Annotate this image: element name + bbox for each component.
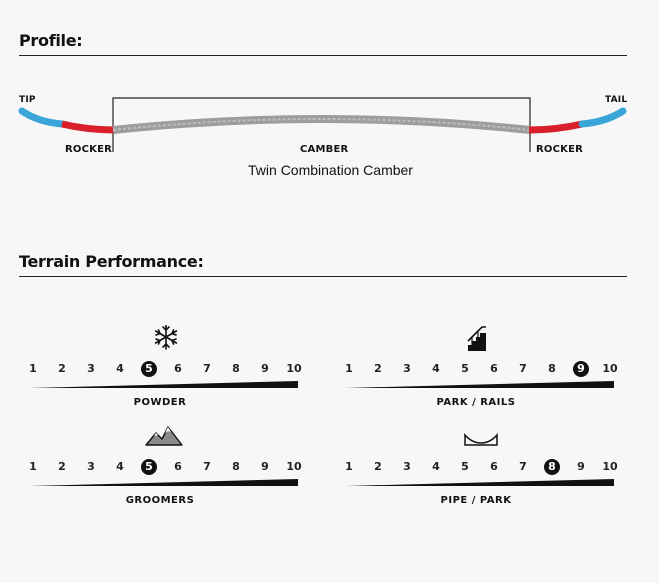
terrain-title: Terrain Performance: [19,252,204,271]
scale-number-4: 4 [432,460,440,473]
rating-wedge [30,381,298,388]
rating-scale: 1 2 3 4 5 6 7 8 9 10 [336,361,618,379]
scale-number-6: 6 [174,460,182,473]
scale-number-5: 5 [461,362,469,375]
stairs-rail-icon [467,326,486,351]
scale-number-1: 1 [345,362,353,375]
scale-number-8: 8 [232,460,240,473]
scale-number-9: 9 [261,460,269,473]
scale-number-2: 2 [58,460,66,473]
tip-segment [18,107,66,128]
halfpipe-icon [464,433,498,446]
scale-number-1: 1 [29,362,37,375]
scale-number-8: 8 [548,362,556,375]
tip-label: TIP [19,95,36,105]
scale-number-4: 4 [116,460,124,473]
scale-number-9: 9 [577,460,585,473]
scale-number-1: 1 [29,460,37,473]
scale-number-7: 7 [519,460,527,473]
profile-title: Profile: [19,31,83,50]
tail-label: TAIL [605,95,628,105]
right-rocker-segment [528,120,583,134]
mountains-icon [145,426,183,446]
scale-number-selected: 5 [141,459,157,475]
rating-groomers: 1 2 3 4 5 6 7 8 9 10 GROOMERS [20,423,302,583]
scale-number-10: 10 [286,460,302,473]
scale-number-9: 9 [261,362,269,375]
scale-number-7: 7 [203,362,211,375]
scale-number-4: 4 [116,362,124,375]
rating-label: POWDER [133,397,187,408]
scale-number-6: 6 [490,362,498,375]
scale-number-7: 7 [203,460,211,473]
rating-wedge [346,381,614,388]
scale-number-2: 2 [374,460,382,473]
scale-number-10: 10 [602,460,618,473]
rocker-right-label: ROCKER [536,144,584,155]
rating-scale: 1 2 3 4 5 6 7 8 9 10 [336,459,618,477]
scale-number-2: 2 [58,362,66,375]
snowflake-icon [154,325,178,350]
rating-scale: 1 2 3 4 5 6 7 8 9 10 [20,459,302,477]
scale-number-selected: 5 [141,361,157,377]
scale-number-3: 3 [87,460,95,473]
rating-label: GROOMERS [125,495,195,506]
camber-bracket [112,97,531,152]
scale-number-6: 6 [174,362,182,375]
rating-label: PIPE / PARK [440,495,512,506]
scale-number-10: 10 [286,362,302,375]
scale-number-1: 1 [345,460,353,473]
scale-number-6: 6 [490,460,498,473]
scale-number-8: 8 [232,362,240,375]
rating-scale: 1 2 3 4 5 6 7 8 9 10 [20,361,302,379]
scale-number-4: 4 [432,362,440,375]
board-profile-diagram [18,97,627,152]
rocker-left-label: ROCKER [65,144,113,155]
rating-wedge [346,479,614,486]
left-rocker-segment [61,120,115,134]
scale-number-3: 3 [403,460,411,473]
scale-number-3: 3 [87,362,95,375]
scale-number-3: 3 [403,362,411,375]
rating-wedge [30,479,298,486]
tail-segment [578,107,627,128]
profile-name: Twin Combination Camber [248,162,413,178]
scale-number-selected: 8 [544,459,560,475]
scale-number-2: 2 [374,362,382,375]
terrain-divider [19,276,627,277]
scale-number-7: 7 [519,362,527,375]
profile-divider [19,55,627,56]
scale-number-10: 10 [602,362,618,375]
rating-pipe-park: 1 2 3 4 5 6 7 8 9 10 PIPE / PARK [336,423,618,583]
rating-park-rails: 1 2 3 4 5 6 7 8 9 10 PARK / RAILS [336,325,618,485]
scale-number-selected: 9 [573,361,589,377]
camber-label: CAMBER [300,144,349,155]
rating-label: PARK / RAILS [436,397,516,408]
scale-number-5: 5 [461,460,469,473]
rating-powder: 1 2 3 4 5 6 7 8 9 10 POWDER [20,325,302,485]
